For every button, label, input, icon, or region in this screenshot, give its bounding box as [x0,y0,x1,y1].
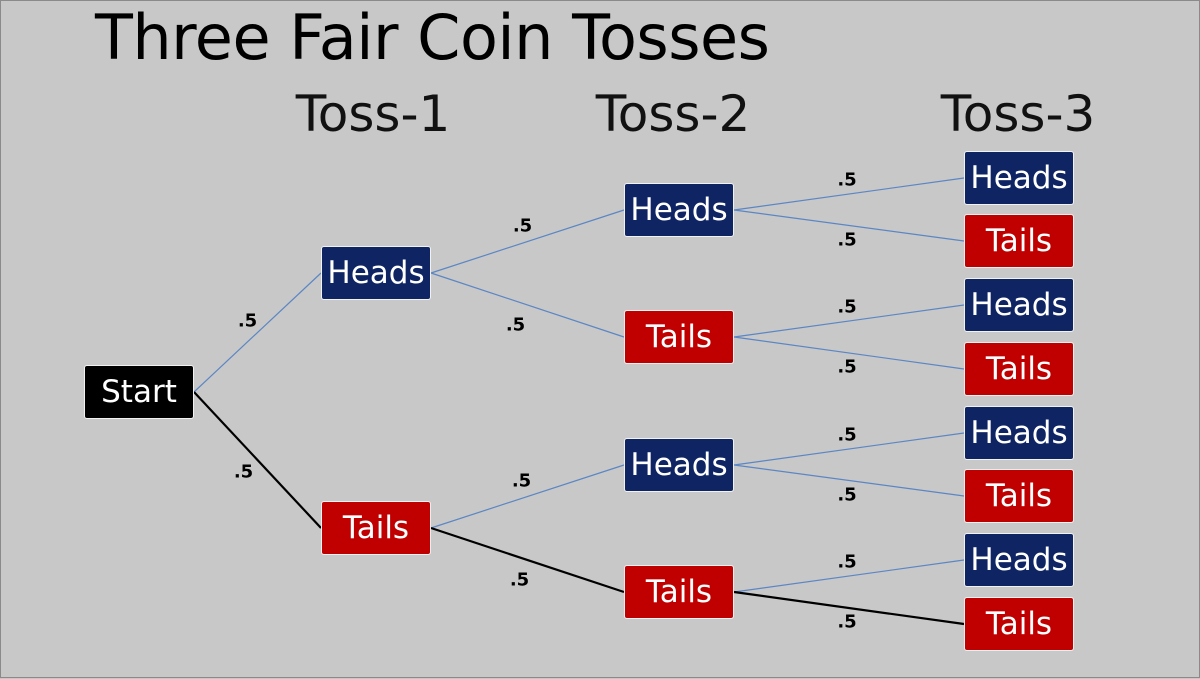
node-tt: Tails [624,565,734,619]
node-ttt: Tails [964,597,1074,651]
diagram-title: Three Fair Coin Tosses [95,1,770,74]
edge-TT-TTT [733,590,965,626]
probability-label-HT-HTT: .5 [837,356,857,378]
header-toss-1: Toss-1 [295,85,451,143]
probability-label-T-TT: .5 [509,569,530,591]
header-toss-3: Toss-3 [940,85,1096,143]
node-ht: Tails [624,310,734,364]
probability-label-H-HT: .5 [505,314,526,336]
edge-H-HH [430,209,625,274]
edge-T-TT [430,526,625,594]
probability-label-start-H: .5 [237,310,258,331]
edge-HT-HTH [733,304,965,338]
probability-label-TH-THT: .5 [837,484,857,505]
node-hhh: Heads [964,151,1074,205]
edge-T-TH [430,464,625,529]
node-start: Start [84,365,194,419]
probability-label-HT-HTH: .5 [837,296,857,318]
edge-TH-THT [733,464,965,497]
edge-TH-THH [733,432,965,466]
node-t: Tails [321,501,431,555]
node-hht: Tails [964,214,1074,268]
node-hh: Heads [624,183,734,237]
probability-label-TT-TTT: .5 [837,611,857,633]
edge-HH-HHT [733,209,965,242]
probability-label-HH-HHH: .5 [837,169,857,191]
node-h: Heads [321,246,431,300]
node-htt: Tails [964,342,1074,396]
node-th: Heads [624,438,734,492]
edge-start-T [193,391,322,529]
probability-label-H-HH: .5 [512,215,533,236]
header-toss-2: Toss-2 [595,85,751,143]
edge-HT-HTT [733,336,965,370]
node-thh: Heads [964,406,1074,460]
edge-HH-HHH [733,177,965,211]
edge-TT-TTH [733,559,965,593]
probability-label-TH-THH: .5 [837,424,857,446]
node-hth: Heads [964,278,1074,332]
probability-label-TT-TTH: .5 [837,551,857,573]
edge-H-HT [430,272,625,338]
edge-start-H [193,272,322,393]
probability-label-start-T: .5 [233,461,254,483]
probability-label-HH-HHT: .5 [837,229,857,250]
node-tth: Heads [964,533,1074,587]
node-tht: Tails [964,469,1074,523]
probability-label-T-TH: .5 [511,470,532,491]
